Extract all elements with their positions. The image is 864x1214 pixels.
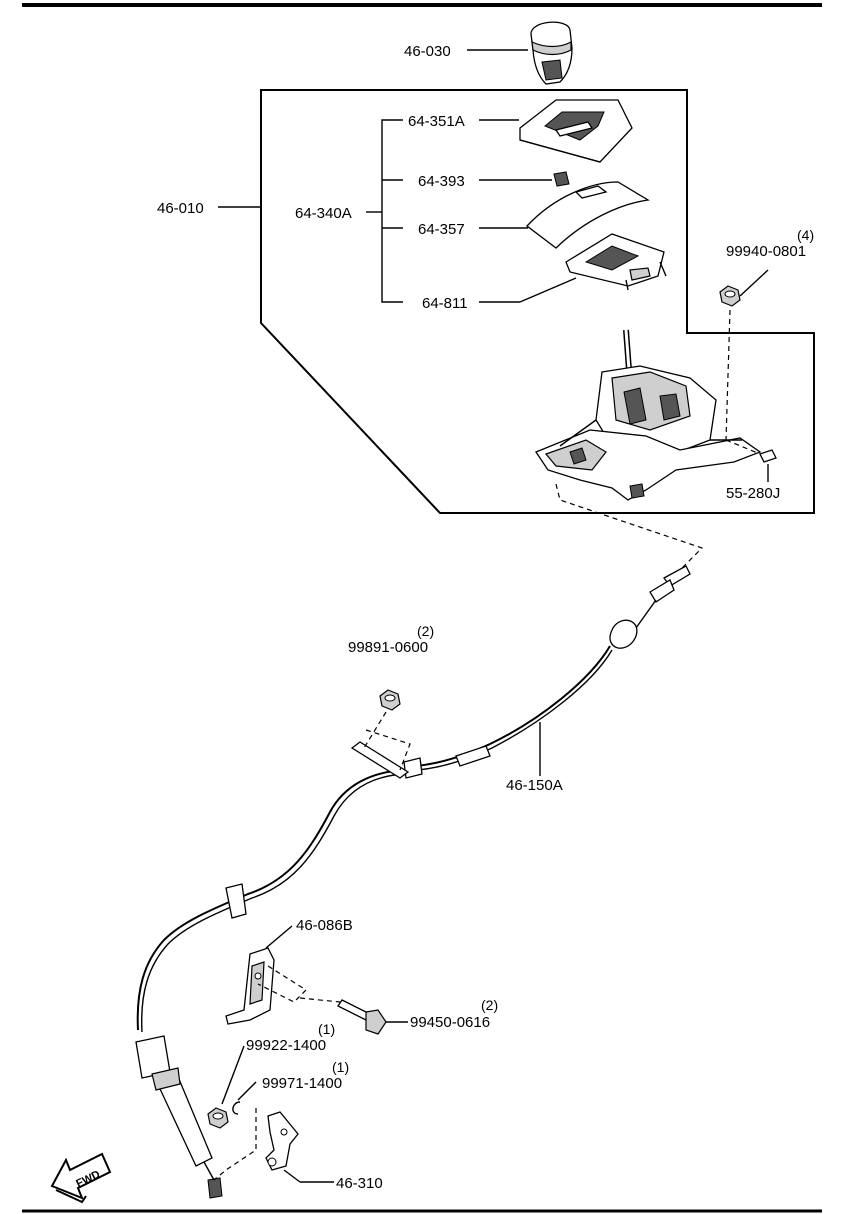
label-64-393[interactable]: 64-393 (418, 173, 465, 190)
qty-99922: (1) (318, 1021, 335, 1037)
guide-plate-part[interactable] (565, 233, 667, 291)
label-46-150a[interactable]: 46-150A (506, 777, 563, 794)
qty-99891: (2) (417, 623, 434, 639)
cable-bracket-part[interactable] (225, 947, 275, 1025)
leader-99922 (221, 1045, 245, 1105)
label-46-310[interactable]: 46-310 (336, 1175, 383, 1192)
clip-55-280j-part[interactable] (759, 449, 777, 463)
label-99891-0600[interactable]: 99891-0600 (348, 639, 428, 656)
bracket-64-340a (381, 119, 403, 303)
clip-99971-part[interactable] (232, 1101, 241, 1115)
indicator-panel-part[interactable] (519, 99, 633, 163)
nut-99891-part[interactable] (379, 689, 401, 711)
shift-cable-part[interactable] (135, 565, 691, 1199)
nut-99922-part[interactable] (207, 1107, 229, 1129)
bolt-99450-part[interactable] (337, 999, 387, 1035)
label-99450-0616[interactable]: 99450-0616 (410, 1014, 490, 1031)
fwd-arrow-icon (50, 1152, 112, 1204)
leader-99940 (739, 269, 769, 297)
label-99922-1400[interactable]: 99922-1400 (246, 1037, 326, 1054)
leader-99971 (237, 1081, 257, 1101)
label-64-351a[interactable]: 64-351A (408, 113, 465, 130)
shift-lever-base-part[interactable] (535, 329, 762, 501)
label-55-280j[interactable]: 55-280J (726, 485, 780, 502)
label-46-086b[interactable]: 46-086B (296, 917, 353, 934)
qty-99971: (1) (332, 1059, 349, 1075)
shift-knob-part[interactable] (530, 21, 573, 85)
leader-46-310 (283, 1169, 301, 1183)
qty-99450: (2) (481, 997, 498, 1013)
label-99971-1400[interactable]: 99971-1400 (262, 1075, 342, 1092)
label-46-010[interactable]: 46-010 (157, 200, 204, 217)
label-99940-0801[interactable]: 99940-0801 (726, 243, 806, 260)
label-64-340a[interactable]: 64-340A (295, 205, 352, 222)
label-46-030[interactable]: 46-030 (404, 43, 451, 60)
label-64-357[interactable]: 64-357 (418, 221, 465, 238)
cable-mount-plate-part[interactable] (350, 729, 411, 779)
leader-64-811-b (519, 277, 577, 303)
slide-cover-part[interactable] (526, 181, 650, 249)
bulb-part[interactable] (553, 171, 570, 187)
leader-46-086b (265, 925, 293, 949)
label-64-811[interactable]: 64-811 (422, 295, 468, 312)
nut-99940-part[interactable] (719, 285, 741, 307)
qty-99940: (4) (797, 227, 814, 243)
cable-end-bracket-part[interactable] (265, 1111, 299, 1171)
assembly-boundary (260, 89, 815, 514)
